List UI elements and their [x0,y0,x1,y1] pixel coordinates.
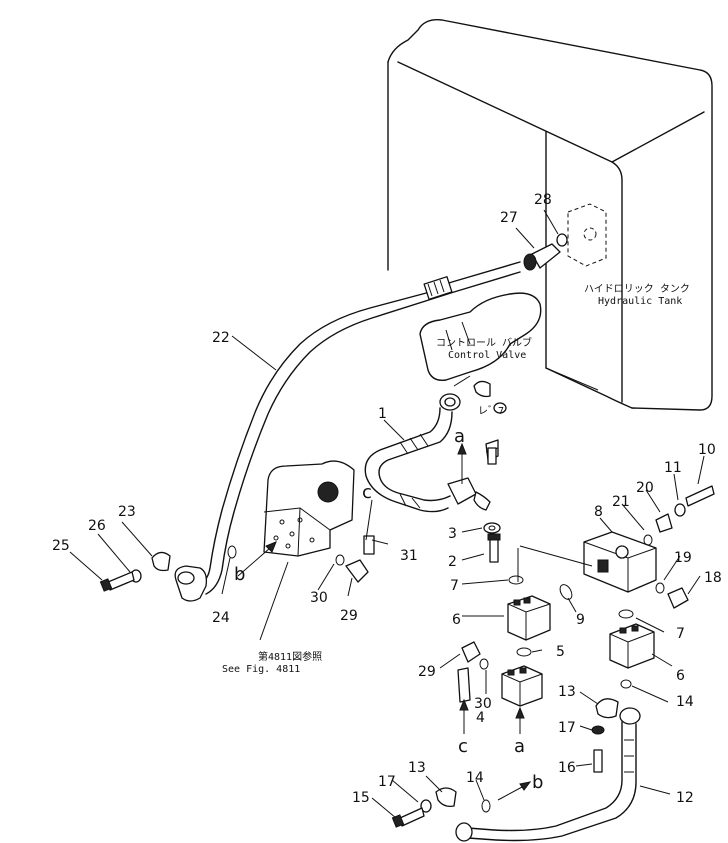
tank-label-jp: ハイドロリック タンク [584,283,690,295]
callout-7a: 7 [450,578,459,594]
callout-18: 18 [704,570,722,586]
callout-6b: 6 [676,668,685,684]
callout-20: 20 [636,480,654,496]
letter-b-right: b [532,772,543,793]
callout-8: 8 [594,504,603,520]
callout-5: 5 [556,644,565,660]
leader-line [519,545,593,567]
callout-15: 15 [352,790,370,806]
hose-12 [455,707,641,842]
view-label-jp: レ゛7 [478,405,504,417]
callout-25: 25 [52,538,70,554]
callout-28: 28 [534,192,552,208]
valve-block [263,460,355,557]
callout-29a: 29 [340,608,358,624]
callout-22: 22 [212,330,230,346]
valve-label-jp: コントロール バルブ [436,336,532,349]
callout-6a: 6 [452,612,461,628]
connection-arrows [237,442,532,801]
see-fig-label-jp: 第4811図参照 [258,650,322,663]
block-8 [583,531,657,593]
callout-11: 11 [664,460,682,476]
letter-b-left: b [234,564,245,585]
connection-letters: a a b b c c [234,426,543,793]
letter-a-upper: a [454,426,465,447]
callout-13b: 13 [408,760,426,776]
callout-7b: 7 [676,626,685,642]
control-valve [419,292,542,381]
valve-label-en: Control Valve [448,350,526,361]
callout-13a: 13 [558,684,576,700]
block-6-left [507,595,551,641]
callout-19: 19 [674,550,692,566]
small-parts [99,447,715,828]
leader-lines [69,209,705,819]
see-fig-label-en: See Fig. 4811 [222,664,300,675]
fitting-27 [523,233,568,271]
callout-27: 27 [500,210,518,226]
callout-12: 12 [676,790,694,806]
letter-a-lower: a [514,736,525,757]
block-6-right [609,623,655,669]
clamp-13 [151,551,619,808]
callout-26: 26 [88,518,106,534]
callout-2: 2 [448,554,457,570]
callout-3: 3 [448,526,457,542]
callout-31: 31 [400,548,418,564]
callout-4: 4 [476,710,485,726]
callout-21: 21 [612,494,630,510]
tank-label-en: Hydraulic Tank [598,296,682,307]
callout-14b: 14 [466,770,484,786]
callout-17a: 17 [558,720,576,736]
hose-22 [174,261,521,602]
block-4 [501,665,543,707]
callout-17b: 17 [378,774,396,790]
callout-10: 10 [698,442,716,458]
callout-1: 1 [378,406,387,422]
callout-numbers: 1 2 3 4 5 6 6 7 7 8 9 10 11 12 13 13 14 … [52,192,722,806]
callout-29b: 29 [418,664,436,680]
callout-24: 24 [212,610,230,626]
hydraulic-tank [387,19,713,411]
callout-30a: 30 [310,590,328,606]
callout-16: 16 [558,760,576,776]
letter-c-upper: c [362,482,372,503]
letter-c-lower: c [458,736,468,757]
callout-23: 23 [118,504,136,520]
callout-9: 9 [576,612,585,628]
callout-14a: 14 [676,694,694,710]
callout-30b: 30 [474,696,492,712]
pipe-1 [364,393,491,513]
